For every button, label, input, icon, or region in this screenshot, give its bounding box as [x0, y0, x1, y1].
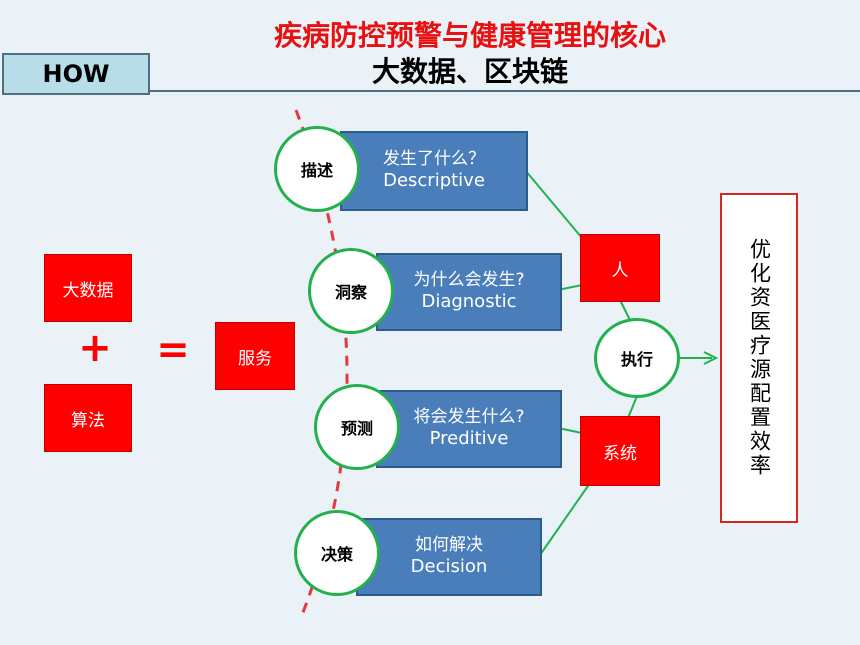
connector-predictive: [557, 427, 583, 434]
big-data-box: 大数据: [44, 254, 132, 322]
connector-people-hub: [619, 299, 631, 321]
equals-sign: =: [156, 327, 190, 373]
title-line-2: 大数据、区块链: [371, 55, 568, 88]
stage-english: Descriptive: [383, 170, 485, 192]
connector-diagnostic: [557, 284, 583, 291]
stage-question: 如何解决: [415, 535, 483, 556]
service-box: 服务: [215, 322, 295, 390]
execute-hub-circle: 执行: [594, 318, 680, 398]
algorithm-box: 算法: [44, 384, 132, 452]
stage-english: Decision: [410, 556, 488, 578]
stage-question: 为什么会发生?: [413, 270, 525, 291]
plus-sign: +: [78, 325, 112, 371]
stage-predictive-circle: 预测: [314, 384, 400, 470]
stage-question: 发生了什么？: [383, 149, 485, 170]
stage-english: Diagnostic: [421, 291, 517, 313]
outcome-box: 优化资医疗源配置效率: [720, 193, 798, 523]
people-box: 人: [580, 234, 660, 302]
title-line-1: 疾病防控预警与健康管理的核心: [273, 19, 666, 52]
header-rule: [150, 90, 860, 92]
stage-decision-box: 如何解决 Decision: [356, 518, 542, 596]
stage-diagnostic-circle: 洞察: [308, 248, 394, 334]
outcome-text: 优化资医疗源配置效率: [747, 238, 772, 478]
system-box: 系统: [580, 416, 660, 486]
stage-question: 将会发生什么?: [413, 407, 525, 428]
stage-decision-circle: 决策: [294, 510, 380, 596]
stage-diagnostic-box: 为什么会发生? Diagnostic: [376, 253, 562, 331]
connector-descriptive: [524, 169, 583, 239]
stage-descriptive-box: 发生了什么？ Descriptive: [340, 131, 528, 211]
stage-english: Preditive: [429, 428, 509, 450]
arrow-head: [703, 351, 719, 365]
how-label: HOW: [2, 53, 150, 95]
connector-hub-system: [627, 395, 638, 419]
stage-descriptive-circle: 描述: [274, 126, 360, 212]
stage-predictive-box: 将会发生什么? Preditive: [376, 390, 562, 468]
connector-decision: [539, 482, 591, 556]
